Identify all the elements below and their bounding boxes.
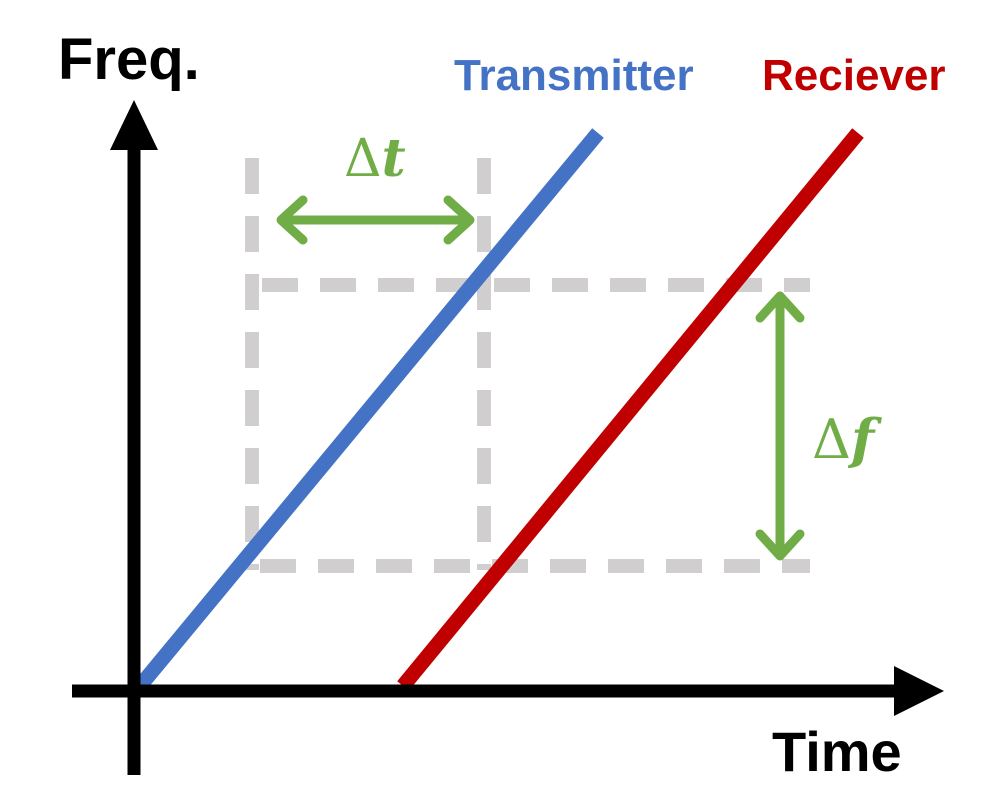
delta-t-arrow-left-head (276, 195, 308, 245)
guide-lines (245, 158, 810, 573)
delta-f-variable: f (847, 407, 882, 471)
receiver-line (397, 128, 864, 691)
delta-t-variable: t (382, 128, 406, 189)
delta-t-label: Δt (344, 128, 406, 189)
delta-f-symbol: Δ (812, 408, 851, 471)
transmitter-line (134, 128, 604, 691)
delta-f-arrow (755, 291, 805, 561)
axes (72, 100, 944, 775)
delta-t-arrow-right-head (443, 195, 475, 245)
x-axis-arrowhead (894, 666, 944, 716)
delta-f-arrow-bottom-head (755, 529, 805, 561)
delta-f-arrow-top-head (755, 291, 805, 323)
y-axis-label: Freq. (58, 27, 200, 92)
x-axis-label: Time (772, 720, 902, 783)
delta-t-arrow (276, 195, 475, 245)
receiver-legend-label: Reciever (762, 51, 945, 100)
delta-f-label: Δf (812, 407, 882, 471)
y-axis-arrowhead (110, 100, 158, 150)
delta-t-symbol: Δ (344, 129, 382, 189)
transmitter-legend-label: Transmitter (454, 51, 694, 100)
